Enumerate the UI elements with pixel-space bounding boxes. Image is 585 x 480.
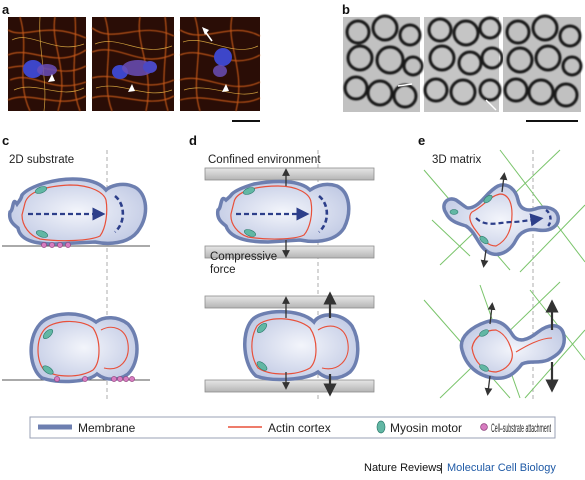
confinement-plate-top-2 <box>204 295 375 309</box>
context-label-3d: 3D matrix <box>432 154 481 166</box>
context-label-confined: Confined environment <box>208 154 321 166</box>
panel-label-d: d <box>189 133 197 148</box>
journal-credit: Nature Reviews | Molecular Cell Biology <box>364 462 556 474</box>
confinement-plate-bottom-2 <box>204 379 375 393</box>
legend-item-myosin: Myosin motor <box>376 420 462 435</box>
context-label-2d: 2D substrate <box>9 154 74 166</box>
panel-label-b: b <box>342 2 350 17</box>
confinement-plate-top-1 <box>204 167 375 181</box>
micrograph-b3 <box>503 14 583 112</box>
legend-item-membrane: Membrane <box>38 421 136 435</box>
micrograph-b1 <box>343 14 424 112</box>
micrograph-b2 <box>423 16 504 112</box>
compressive-force-label-1: Compressive <box>210 251 277 263</box>
cell-d-top <box>215 168 351 258</box>
compressive-force-label-2: force <box>210 264 236 276</box>
legend-label-membrane: Membrane <box>78 421 136 435</box>
credit-separator: | <box>440 462 443 474</box>
myosin-motor-icon <box>376 420 386 434</box>
micrograph-a2 <box>91 16 175 112</box>
micrograph-a1 <box>7 16 87 112</box>
credit-section: Molecular Cell Biology <box>447 462 556 474</box>
legend-item-attachment: Cell–substrate attachment <box>480 421 551 435</box>
credit-journal: Nature Reviews <box>364 462 442 474</box>
micrograph-a3 <box>179 16 261 112</box>
attachment-dot-icon <box>480 423 488 431</box>
legend: Membrane Actin cortex Myosin motor Cell–… <box>29 416 556 439</box>
legend-item-actin: Actin cortex <box>228 421 331 435</box>
panel-label-a: a <box>2 2 10 17</box>
legend-label-myosin: Myosin motor <box>390 421 462 435</box>
cell-d-bottom <box>243 291 360 397</box>
cell-e-bottom <box>459 299 566 396</box>
cell-c-bottom <box>2 312 150 384</box>
cell-c-top <box>2 177 150 248</box>
legend-label-attachment: Cell–substrate attachment <box>491 421 551 435</box>
cell-e-top <box>442 172 560 268</box>
panel-label-c: c <box>2 133 9 148</box>
legend-label-actin: Actin cortex <box>268 421 331 435</box>
panel-label-e: e <box>418 133 425 148</box>
